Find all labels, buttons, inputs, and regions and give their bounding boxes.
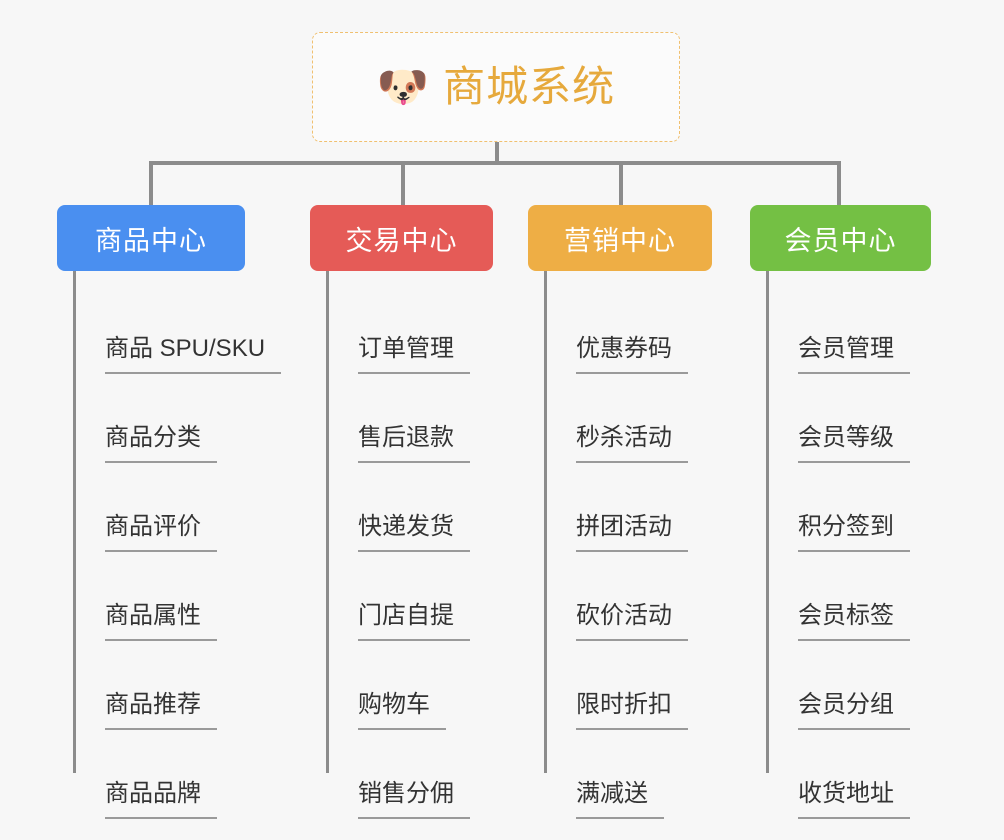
category-label: 交易中心	[345, 225, 458, 256]
leaf-label: 积分签到	[798, 513, 910, 552]
list-item[interactable]: 收货地址	[766, 730, 931, 819]
leaf-label: 会员等级	[798, 424, 910, 463]
leaf-list-marketing-center: 优惠券码 秒杀活动 拼团活动 砍价活动 限时折扣 满减送	[544, 271, 712, 819]
root-title: 商城系统	[443, 63, 616, 110]
category-trade-center[interactable]: 交易中心	[310, 205, 493, 271]
leaf-label: 门店自提	[358, 602, 470, 641]
leaf-label: 会员标签	[798, 602, 910, 641]
list-item[interactable]: 会员分组	[766, 641, 931, 730]
connector-drop-marketing	[619, 161, 623, 207]
list-item[interactable]: 购物车	[326, 641, 493, 730]
category-label: 会员中心	[784, 225, 897, 256]
leaf-label: 商品分类	[105, 424, 217, 463]
list-item[interactable]: 商品品牌	[73, 730, 245, 819]
list-item[interactable]: 售后退款	[326, 374, 493, 463]
leaf-label: 优惠券码	[576, 335, 688, 374]
leaf-label: 购物车	[358, 691, 446, 730]
connector-drop-trade	[401, 161, 405, 207]
leaf-list-member-center: 会员管理 会员等级 积分签到 会员标签 会员分组 收货地址	[766, 271, 931, 819]
list-item[interactable]: 限时折扣	[544, 641, 712, 730]
leaf-label: 订单管理	[358, 335, 470, 374]
list-item[interactable]: 优惠券码	[544, 285, 712, 374]
leaf-label: 售后退款	[358, 424, 470, 463]
column-trade-center: 交易中心 订单管理 售后退款 快递发货 门店自提 购物车 销售分佣	[310, 205, 493, 819]
list-item[interactable]: 门店自提	[326, 552, 493, 641]
leaf-label: 收货地址	[798, 780, 910, 819]
list-item[interactable]: 会员标签	[766, 552, 931, 641]
list-item[interactable]: 积分签到	[766, 463, 931, 552]
leaf-label: 商品属性	[105, 602, 217, 641]
category-label: 商品中心	[95, 225, 207, 256]
list-item[interactable]: 秒杀活动	[544, 374, 712, 463]
list-item[interactable]: 砍价活动	[544, 552, 712, 641]
category-product-center[interactable]: 商品中心	[57, 205, 245, 271]
category-marketing-center[interactable]: 营销中心	[528, 205, 712, 271]
leaf-label: 拼团活动	[576, 513, 688, 552]
list-item[interactable]: 商品 SPU/SKU	[73, 285, 282, 374]
category-label: 营销中心	[564, 225, 676, 256]
leaf-label: 商品评价	[105, 513, 217, 552]
list-item[interactable]: 订单管理	[326, 285, 493, 374]
list-item[interactable]: 商品评价	[73, 463, 245, 552]
leaf-label: 会员管理	[798, 335, 910, 374]
connector-bus	[150, 161, 840, 165]
list-item[interactable]: 会员管理	[766, 285, 931, 374]
list-item[interactable]: 满减送	[544, 730, 712, 819]
leaf-label: 商品品牌	[105, 780, 217, 819]
dog-face-icon: 🐶	[376, 63, 430, 110]
leaf-list-trade-center: 订单管理 售后退款 快递发货 门店自提 购物车 销售分佣	[326, 271, 493, 819]
list-item[interactable]: 会员等级	[766, 374, 931, 463]
list-item[interactable]: 销售分佣	[326, 730, 493, 819]
column-marketing-center: 营销中心 优惠券码 秒杀活动 拼团活动 砍价活动 限时折扣 满减送	[528, 205, 712, 819]
list-item[interactable]: 商品属性	[73, 552, 245, 641]
leaf-list-product-center: 商品 SPU/SKU 商品分类 商品评价 商品属性 商品推荐 商品品牌	[73, 271, 282, 819]
leaf-label: 限时折扣	[576, 691, 688, 730]
leaf-label: 秒杀活动	[576, 424, 688, 463]
leaf-label: 满减送	[576, 780, 664, 819]
leaf-label: 商品推荐	[105, 691, 217, 730]
list-item[interactable]: 快递发货	[326, 463, 493, 552]
leaf-label: 快递发货	[358, 513, 470, 552]
leaf-label: 会员分组	[798, 691, 910, 730]
leaf-label: 销售分佣	[358, 780, 470, 819]
root-node[interactable]: 🐶 商城系统	[312, 32, 680, 142]
leaf-label: 商品 SPU/SKU	[105, 335, 282, 374]
column-product-center: 商品中心 商品 SPU/SKU 商品分类 商品评价 商品属性 商品推荐 商品品牌	[57, 205, 282, 819]
list-item[interactable]: 拼团活动	[544, 463, 712, 552]
leaf-label: 砍价活动	[576, 602, 688, 641]
category-member-center[interactable]: 会员中心	[750, 205, 931, 271]
column-member-center: 会员中心 会员管理 会员等级 积分签到 会员标签 会员分组 收货地址	[750, 205, 931, 819]
connector-drop-product	[149, 161, 153, 207]
connector-drop-member	[837, 161, 841, 207]
list-item[interactable]: 商品推荐	[73, 641, 245, 730]
connector-root-stem	[495, 142, 499, 163]
list-item[interactable]: 商品分类	[73, 374, 245, 463]
